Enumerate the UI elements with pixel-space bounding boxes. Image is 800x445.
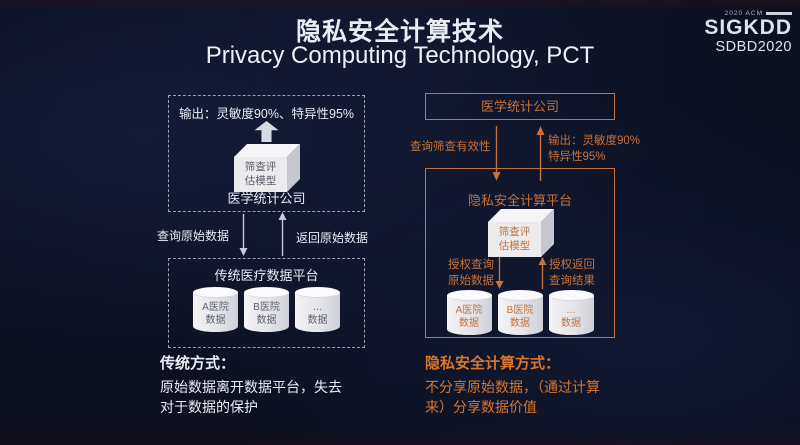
arrow-up-icon — [278, 212, 287, 256]
database-label: B医院 数据 — [253, 301, 280, 326]
right-caption: 隐私安全计算方式： 不分享原始数据，（通过计算 来）分享数据价值 — [425, 352, 675, 418]
right-database-row: A医院 数据 B医院 数据 … 数据 — [426, 290, 614, 335]
cylinder-top — [193, 287, 238, 298]
cylinder-top — [295, 287, 340, 298]
cube-shape-icon — [234, 144, 300, 192]
right-caption-line1: 不分享原始数据，（通过计算 — [425, 379, 600, 395]
cylinder-body — [548, 295, 594, 335]
database-cylinder-more: … 数据 — [295, 287, 340, 332]
database-cylinder-b: B医院 数据 — [244, 287, 289, 332]
cube-label-line2: 估模型 — [498, 239, 531, 252]
cylinder-body — [497, 295, 543, 335]
left-model-cube: 筛查评 估模型 — [234, 144, 300, 192]
cylinder-top — [548, 290, 594, 301]
arrow-down-icon — [239, 214, 248, 256]
left-caption-line1: 原始数据离开数据平台，失去 — [160, 379, 342, 395]
left-database-row: A医院 数据 B医院 数据 … 数据 — [169, 287, 364, 332]
right-company-box: 医学统计公司 — [425, 93, 615, 120]
database-label: A医院 数据 — [202, 301, 229, 326]
right-output-label: 输出：灵敏度90% 特异性95% — [548, 134, 640, 165]
left-query-label: 查询原始数据 — [157, 229, 230, 243]
logo-sigkdd-text: SIGKDD — [704, 16, 792, 39]
cylinder-body — [193, 292, 238, 332]
right-caption-line2: 来）分享数据价值 — [425, 398, 537, 415]
right-output-line1: 输出：灵敏度90% — [548, 135, 641, 147]
right-query-label: 查询筛查有效性 — [410, 141, 491, 153]
cube-label-line1: 筛查评 — [244, 160, 277, 173]
left-output-label: 输出：灵敏度90%、特异性95% — [178, 107, 355, 121]
database-cylinder-a: A医院 数据 — [446, 290, 492, 335]
page-title: 隐私安全计算技术 — [295, 18, 504, 46]
cylinder-body — [244, 292, 289, 332]
arrow-down-icon — [495, 257, 504, 289]
cylinder-body — [446, 295, 492, 335]
left-platform-box: 传统医疗数据平台 A医院 数据 B医院 数据 — [168, 258, 365, 348]
cylinder-top — [446, 290, 492, 301]
auth-return-label: 授权返回 查询结果 — [549, 259, 595, 287]
right-company-label: 医学统计公司 — [480, 99, 559, 114]
right-output-line2: 特异性95% — [548, 150, 606, 163]
cylinder-body — [295, 292, 340, 332]
page-subtitle: Privacy Computing Technology, PCT — [205, 42, 595, 69]
arrow-up-icon — [538, 257, 547, 289]
database-cylinder-b: B医院 数据 — [497, 290, 543, 335]
database-label: B医院 数据 — [506, 304, 534, 329]
database-label: … 数据 — [561, 304, 581, 329]
left-company-label: 医学统计公司 — [227, 191, 306, 206]
left-cube-label: 筛查评 估模型 — [234, 157, 287, 192]
logo-bar — [766, 12, 792, 15]
database-cylinder-more: … 数据 — [548, 290, 594, 335]
left-caption-line2: 对于数据的保护 — [160, 398, 258, 415]
left-caption: 传统方式： 原始数据离开数据平台，失去 对于数据的保护 — [160, 352, 410, 418]
database-label: A医院 数据 — [455, 304, 483, 329]
auth-query-label: 授权查询 原始数据 — [448, 259, 494, 287]
left-platform-title: 传统医疗数据平台 — [214, 268, 319, 283]
arrow-down-icon — [492, 126, 501, 181]
block-arrow-up-icon — [254, 121, 279, 142]
database-label: … 数据 — [307, 301, 328, 326]
left-company-box: 输出：灵敏度90%、特异性95% 筛查评 估模型 医学统计公司 — [168, 95, 365, 212]
cylinder-top — [497, 290, 543, 301]
left-caption-title: 传统方式： — [160, 355, 236, 372]
logo-line-acm: 2020 ACM — [700, 10, 792, 17]
cube-label-line1: 筛查评 — [498, 225, 531, 238]
logo-sdbd-text: SDBD2020 — [715, 39, 792, 56]
arrow-up-icon — [536, 126, 545, 181]
left-return-label: 返回原始数据 — [296, 231, 369, 245]
cube-shape-icon — [488, 209, 554, 257]
logo-acm-text: 2020 ACM — [724, 10, 763, 17]
right-platform-title: 隐私安全计算平台 — [467, 193, 572, 208]
sigkdd-logo: 2020 ACM SIGKDD SDBD2020 — [700, 10, 792, 56]
right-cube-label: 筛查评 估模型 — [488, 222, 541, 257]
right-model-cube: 筛查评 估模型 — [488, 209, 554, 257]
right-caption-title: 隐私安全计算方式： — [425, 355, 561, 372]
right-platform-box: 隐私安全计算平台 筛查评 估模型 授权查询 原始数据 授权返回 — [425, 168, 615, 338]
database-cylinder-a: A医院 数据 — [193, 287, 238, 332]
cube-label-line2: 估模型 — [244, 174, 277, 187]
cylinder-top — [244, 287, 289, 298]
